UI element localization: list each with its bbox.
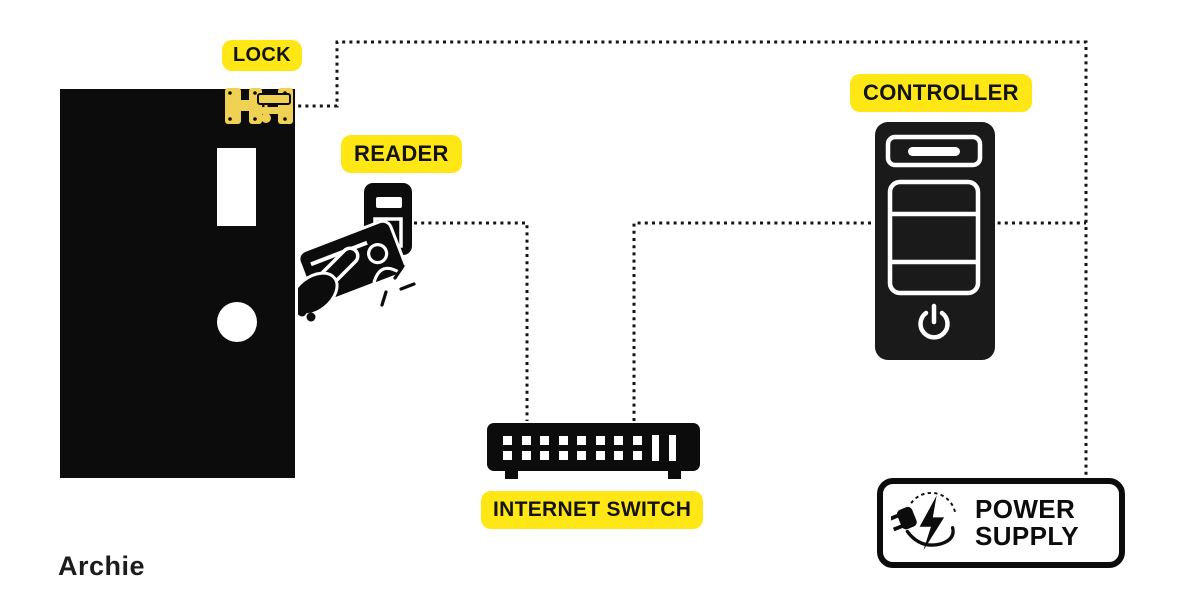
power-plug-icon xyxy=(891,491,957,551)
power-supply-box: POWER SUPPLY xyxy=(877,478,1125,568)
door-window xyxy=(217,148,256,226)
brand-logo: Archie xyxy=(58,551,146,581)
power-supply-label-line2: SUPPLY xyxy=(975,521,1080,551)
lock-latch-icon xyxy=(225,88,293,124)
door-knob xyxy=(217,302,257,342)
power-supply-label-line1: POWER xyxy=(975,494,1076,524)
controller-label: CONTROLLER xyxy=(850,74,1032,112)
hand-icon xyxy=(298,246,360,322)
connector-reader-to-switch xyxy=(414,221,529,421)
controller-tower-icon xyxy=(875,122,995,360)
connector-switch-controller-power xyxy=(632,221,1086,421)
internet-switch-label: INTERNET SWITCH xyxy=(481,491,704,529)
connector-lock-to-power-supply xyxy=(291,40,1088,478)
signal-lines-icon xyxy=(380,264,416,307)
network-switch-icon xyxy=(487,423,700,479)
power-symbol-icon xyxy=(918,303,950,340)
power-supply-label: POWER SUPPLY xyxy=(975,496,1079,550)
door-icon xyxy=(60,89,295,478)
reader-label: READER xyxy=(341,135,462,173)
card-reader-icon xyxy=(298,183,416,322)
lock-label: LOCK xyxy=(222,40,302,71)
